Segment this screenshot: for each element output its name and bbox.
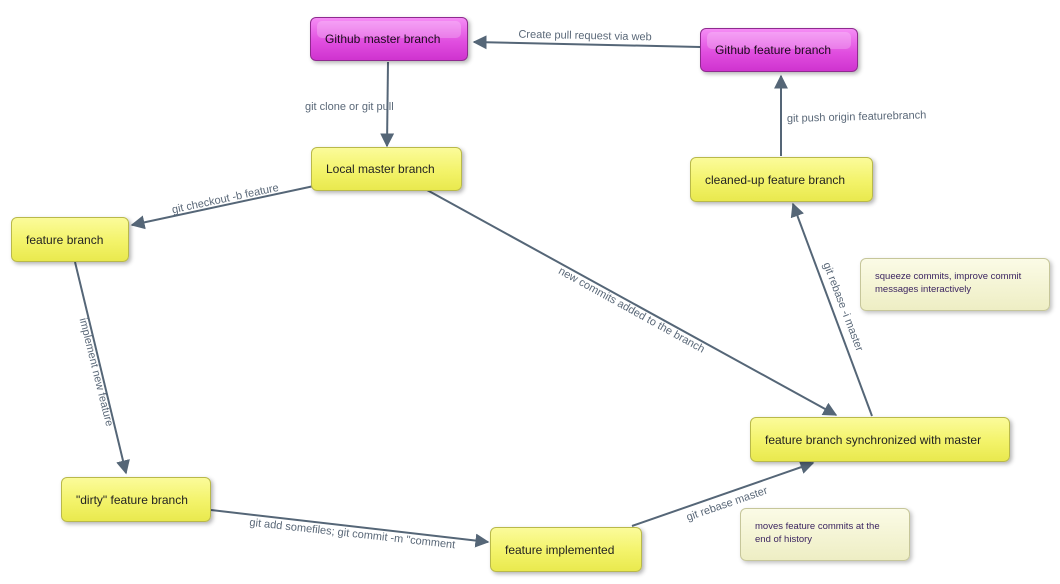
- node-label: feature branch: [26, 232, 104, 247]
- node-feature-branch-synchronized: feature branch synchronized with master: [750, 417, 1010, 462]
- edge-label-implement: implement new feature: [77, 317, 116, 428]
- edge-checkout: [130, 185, 315, 230]
- node-label: Github master branch: [325, 32, 441, 46]
- note-squeeze-commits: squeeze commits, improve commit messages…: [860, 258, 1050, 311]
- node-github-feature-branch: Github feature branch: [700, 28, 858, 72]
- note-text: moves feature commits at the end of hist…: [755, 521, 880, 545]
- edge-rebase-master: [631, 460, 815, 527]
- edge-label-pull-request: Create pull request via web: [518, 29, 652, 44]
- node-label: Local master branch: [326, 162, 435, 176]
- edge-label-push-origin: git push origin featurebranch: [787, 109, 927, 125]
- node-label: Github feature branch: [715, 43, 832, 57]
- edge-implement: [74, 261, 130, 475]
- edge-clone-pull: [380, 61, 395, 148]
- edge-rebase-i: [790, 202, 873, 417]
- node-feature-implemented: feature implemented: [490, 527, 642, 572]
- node-github-master-branch: Github master branch: [310, 17, 468, 61]
- edge-add-commit: [210, 509, 490, 548]
- node-label: feature implemented: [505, 542, 615, 557]
- edge-pull-request: [472, 35, 701, 50]
- node-label: cleaned-up feature branch: [705, 172, 846, 187]
- edge-label-new-commits: new commits added to the branch: [556, 265, 706, 356]
- node-feature-branch: feature branch: [11, 217, 129, 262]
- node-label: "dirty" feature branch: [76, 492, 188, 507]
- edge-new-commits: [426, 189, 838, 416]
- node-dirty-feature-branch: "dirty" feature branch: [61, 477, 211, 522]
- note-moves-feature-commits: moves feature commits at the end of hist…: [740, 508, 910, 561]
- edge-label-checkout: git checkout -b feature: [171, 182, 280, 216]
- note-text: squeeze commits, improve commit messages…: [875, 271, 1022, 295]
- node-label: feature branch synchronized with master: [765, 432, 982, 447]
- node-local-master-branch: Local master branch: [311, 147, 462, 191]
- node-cleaned-up-feature-branch: cleaned-up feature branch: [690, 157, 873, 202]
- edge-label-clone-pull: git clone or git pull: [305, 101, 394, 113]
